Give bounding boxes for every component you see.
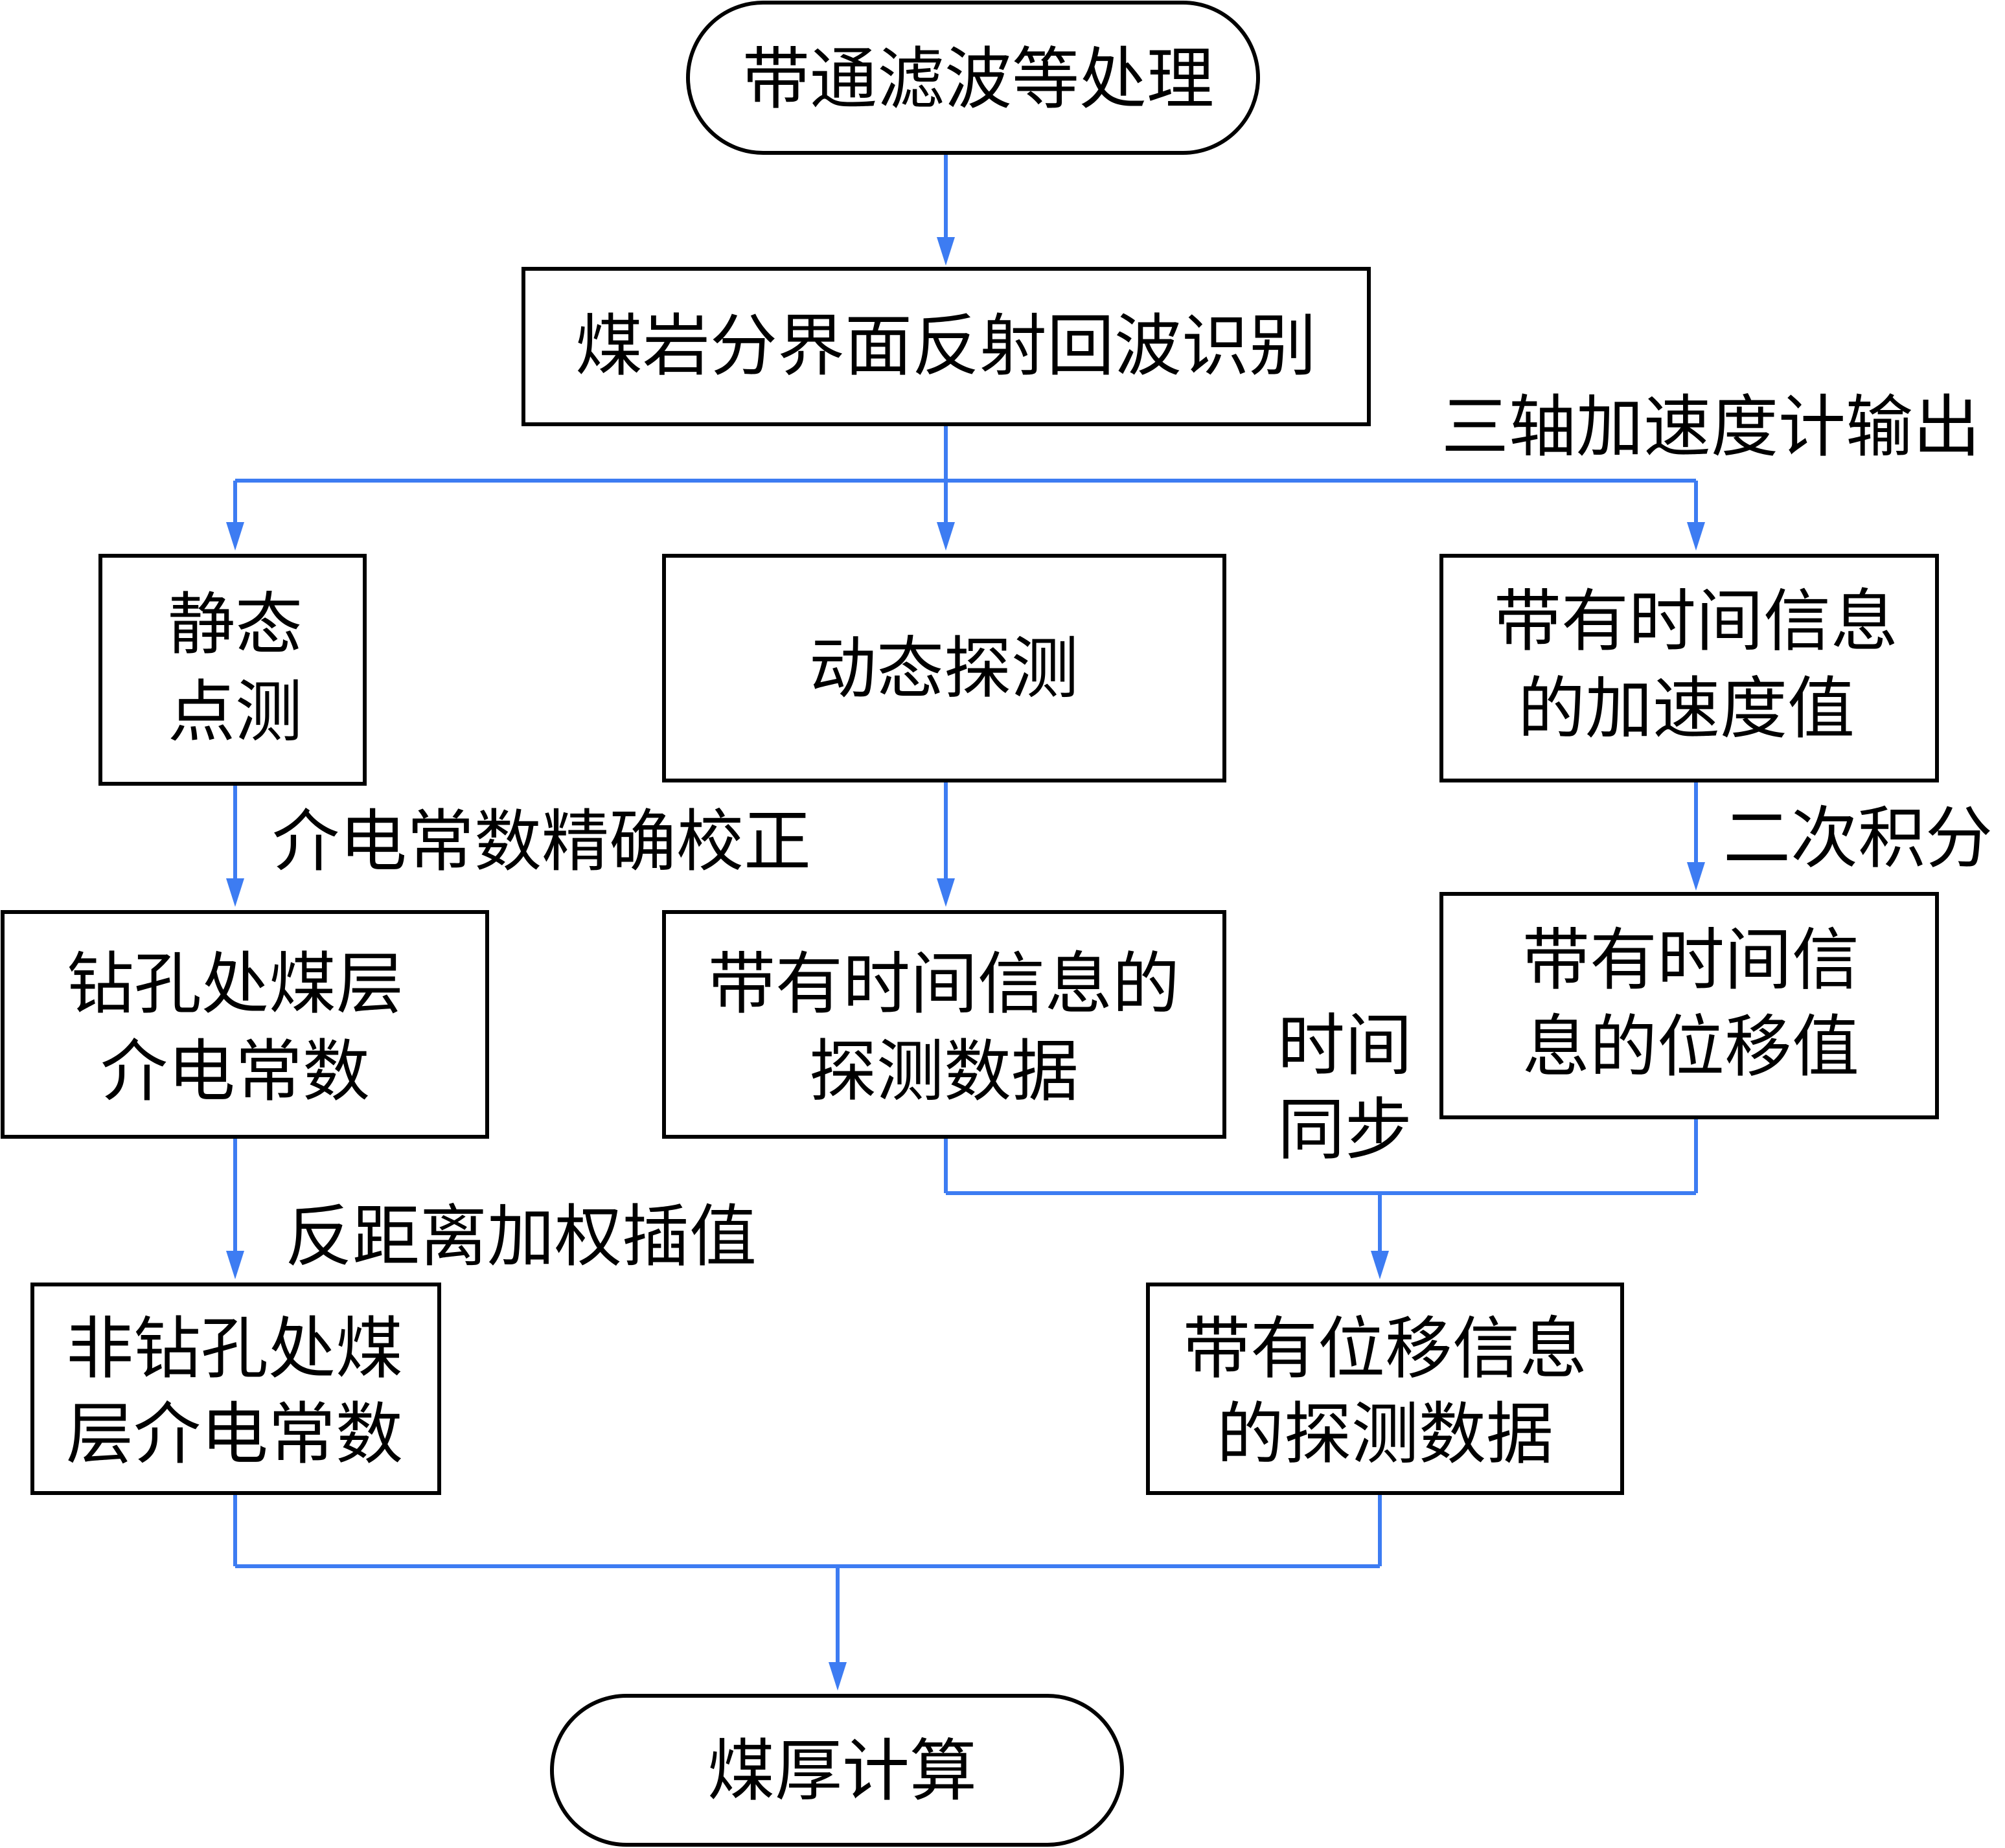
arrowhead-timed-data — [937, 878, 955, 907]
arrowhead-disp-data — [1371, 1251, 1389, 1279]
arrowhead-accel — [1687, 522, 1705, 551]
nonborehole-dielectric-label-line2: 层介电常数 — [66, 1395, 403, 1474]
node-displacement-time: 带有时间信 息的位移值 — [1439, 892, 1939, 1119]
nonborehole-dielectric-box-shape — [30, 1283, 441, 1495]
nonborehole-dielectric-label-line1: 非钻孔处煤 — [66, 1309, 403, 1388]
arrowhead-dynamic — [937, 522, 955, 551]
timed-detect-data-box-shape — [662, 910, 1226, 1139]
start-label: 带通滤波等处理 — [742, 40, 1214, 119]
arrowhead-nonborehole — [226, 1251, 244, 1279]
end-label: 煤厚计算 — [707, 1731, 977, 1810]
node-identify: 煤岩分界面反射回波识别 — [521, 267, 1371, 426]
displacement-time-box-shape — [1439, 892, 1939, 1119]
node-nonborehole-dielectric: 非钻孔处煤 层介电常数 — [30, 1283, 441, 1495]
annotation-idw-interpolation: 反距离加权插值 — [285, 1197, 757, 1276]
dynamic-detect-label: 动态探测 — [809, 629, 1079, 708]
start-terminator-shape — [686, 1, 1260, 155]
node-accel-time: 带有时间信息 的加速度值 — [1439, 554, 1939, 782]
annotation-time-sync-line2: 同步 — [1277, 1090, 1412, 1169]
accel-time-label-line1: 带有时间信息 — [1494, 582, 1898, 661]
arrowhead-end — [829, 1662, 847, 1691]
timed-detect-data-label-line2: 探测数据 — [809, 1032, 1079, 1111]
borehole-dielectric-box-shape — [1, 910, 489, 1139]
annotation-time-sync-line1: 时间 — [1277, 1006, 1412, 1085]
arrowhead-identify — [937, 237, 955, 266]
annotations: 三轴加速度计输出 介电常数精确校正 二次积分 时间 同步 反距离加权插值 — [272, 387, 1993, 1276]
disp-detect-data-label-line1: 带有位移信息 — [1183, 1309, 1587, 1388]
identify-box-shape — [521, 267, 1371, 426]
node-start: 带通滤波等处理 — [686, 1, 1260, 155]
displacement-time-label-line1: 带有时间信 — [1522, 920, 1859, 999]
annotation-triaxial-output: 三轴加速度计输出 — [1441, 387, 1980, 466]
identify-label: 煤岩分界面反射回波识别 — [575, 306, 1316, 385]
annotation-double-integral: 二次积分 — [1723, 799, 1993, 878]
end-terminator-shape — [550, 1694, 1124, 1847]
node-static-point: 静态 点测 — [98, 554, 367, 786]
displacement-time-label-line2: 息的位移值 — [1522, 1007, 1859, 1086]
borehole-dielectric-label-line1: 钻孔处煤层 — [67, 944, 404, 1023]
disp-detect-data-box-shape — [1146, 1283, 1624, 1495]
arrowhead-static — [226, 522, 244, 551]
static-point-label-line1: 静态 — [168, 585, 303, 664]
node-timed-detect-data: 带有时间信息的 探测数据 — [662, 910, 1226, 1139]
timed-detect-data-label-line1: 带有时间信息的 — [708, 944, 1180, 1023]
node-borehole-dielectric: 钻孔处煤层 介电常数 — [1, 910, 489, 1139]
accel-time-label-line2: 的加速度值 — [1518, 669, 1855, 748]
node-dynamic-detect: 动态探测 — [662, 554, 1226, 782]
connectors — [226, 153, 1705, 1691]
static-point-label-line2: 点测 — [168, 672, 303, 751]
node-end: 煤厚计算 — [550, 1694, 1124, 1847]
arrowhead-borehole — [226, 878, 244, 907]
disp-detect-data-label-line2: 的探测数据 — [1217, 1395, 1553, 1474]
arrowhead-displacement — [1687, 862, 1705, 891]
static-point-box-shape — [98, 554, 367, 786]
annotation-dielectric-calibration: 介电常数精确校正 — [272, 802, 811, 881]
accel-time-box-shape — [1439, 554, 1939, 782]
borehole-dielectric-label-line2: 介电常数 — [100, 1032, 370, 1111]
node-disp-detect-data: 带有位移信息 的探测数据 — [1146, 1283, 1624, 1495]
dynamic-detect-box-shape — [662, 554, 1226, 782]
